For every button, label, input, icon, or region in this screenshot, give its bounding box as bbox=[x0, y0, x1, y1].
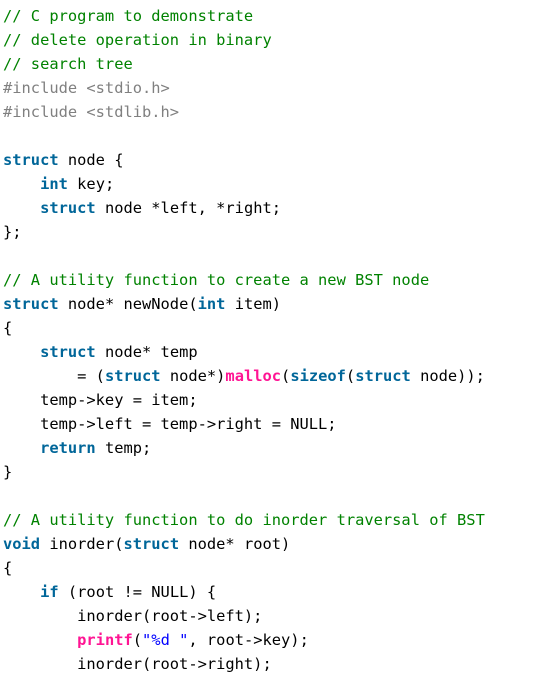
code-line: = (struct node*)malloc(sizeof(struct nod… bbox=[3, 364, 547, 388]
code-keyword: struct bbox=[40, 199, 96, 217]
code-keyword: struct bbox=[3, 151, 59, 169]
code-line: #include <stdio.h> bbox=[3, 76, 547, 100]
code-line: // A utility function to create a new BS… bbox=[3, 268, 547, 292]
code-comment: // A utility function to create a new BS… bbox=[3, 271, 430, 289]
code-text: }; bbox=[3, 223, 22, 241]
code-line: struct node *left, *right; bbox=[3, 196, 547, 220]
blank-line bbox=[3, 124, 547, 148]
code-text: { bbox=[3, 559, 13, 577]
code-keyword: struct bbox=[123, 535, 180, 553]
code-comment: // search tree bbox=[3, 55, 133, 73]
code-text: { bbox=[3, 319, 13, 337]
code-text: } bbox=[3, 463, 13, 481]
code-line: { bbox=[3, 316, 547, 340]
code-text: inorder(root->left); bbox=[3, 607, 263, 625]
code-text bbox=[3, 631, 77, 649]
code-line: void inorder(struct node* root) bbox=[3, 532, 547, 556]
code-text: node *left, *right; bbox=[95, 199, 282, 217]
code-text: item) bbox=[225, 295, 282, 313]
code-keyword: struct bbox=[104, 367, 161, 385]
code-text: node*) bbox=[160, 367, 226, 385]
code-keyword: sizeof bbox=[290, 367, 346, 385]
code-text bbox=[3, 199, 40, 217]
code-text: node { bbox=[58, 151, 124, 169]
code-line: // delete operation in binary bbox=[3, 28, 547, 52]
code-text: = ( bbox=[3, 367, 105, 385]
code-text: (root != NULL) { bbox=[58, 583, 217, 601]
code-text: inorder(root->right); bbox=[3, 655, 272, 673]
code-keyword: struct bbox=[355, 367, 411, 385]
code-text: node* newNode( bbox=[58, 295, 198, 313]
code-line: // A utility function to do inorder trav… bbox=[3, 508, 547, 532]
code-text: ( bbox=[345, 367, 356, 385]
code-line: temp->key = item; bbox=[3, 388, 547, 412]
code-line: inorder(root->right); bbox=[3, 652, 547, 676]
code-text: , root->key); bbox=[188, 631, 309, 649]
code-line: struct node* newNode(int item) bbox=[3, 292, 547, 316]
code-string: "%d " bbox=[142, 631, 189, 649]
code-keyword: if bbox=[40, 583, 59, 601]
code-text: node* temp bbox=[95, 343, 198, 361]
code-text bbox=[3, 343, 40, 361]
code-text: inorder( bbox=[40, 535, 124, 553]
preprocessor-directive: #include <stdio.h> bbox=[3, 79, 170, 97]
code-keyword: struct bbox=[40, 343, 96, 361]
code-keyword: return bbox=[40, 439, 96, 457]
code-line: #include <stdlib.h> bbox=[3, 100, 547, 124]
code-line: inorder(root->left); bbox=[3, 604, 547, 628]
code-text: temp->left = temp->right = NULL; bbox=[3, 415, 337, 433]
code-comment: // A utility function to do inorder trav… bbox=[3, 511, 485, 529]
code-text: key; bbox=[67, 175, 115, 193]
code-line: printf("%d ", root->key); bbox=[3, 628, 547, 652]
code-text bbox=[3, 583, 40, 601]
code-text: temp->key = item; bbox=[3, 391, 198, 409]
code-comment: // C program to demonstrate bbox=[3, 7, 254, 25]
code-text: ( bbox=[132, 631, 143, 649]
code-text: temp; bbox=[95, 439, 152, 457]
code-text bbox=[3, 175, 40, 193]
code-line: struct node { bbox=[3, 148, 547, 172]
code-text: node)); bbox=[410, 367, 485, 385]
code-text: node* root) bbox=[179, 535, 291, 553]
code-line: } bbox=[3, 460, 547, 484]
code-text: ( bbox=[281, 367, 291, 385]
code-line: // C program to demonstrate bbox=[3, 4, 547, 28]
code-line: temp->left = temp->right = NULL; bbox=[3, 412, 547, 436]
blank-line bbox=[3, 484, 547, 508]
code-keyword: struct bbox=[3, 295, 59, 313]
code-function: malloc bbox=[225, 367, 282, 385]
blank-line bbox=[3, 244, 547, 268]
code-line: if (root != NULL) { bbox=[3, 580, 547, 604]
code-line: struct node* temp bbox=[3, 340, 547, 364]
preprocessor-directive: #include <stdlib.h> bbox=[3, 103, 180, 121]
code-keyword: int bbox=[197, 295, 226, 313]
code-keyword: void bbox=[3, 535, 41, 553]
code-text bbox=[3, 439, 40, 457]
code-line: // search tree bbox=[3, 52, 547, 76]
code-line: int key; bbox=[3, 172, 547, 196]
code-keyword: int bbox=[40, 175, 68, 193]
code-line: return temp; bbox=[3, 436, 547, 460]
code-line: { bbox=[3, 556, 547, 580]
code-comment: // delete operation in binary bbox=[3, 31, 272, 49]
code-line: }; bbox=[3, 220, 547, 244]
code-function: printf bbox=[77, 631, 133, 649]
